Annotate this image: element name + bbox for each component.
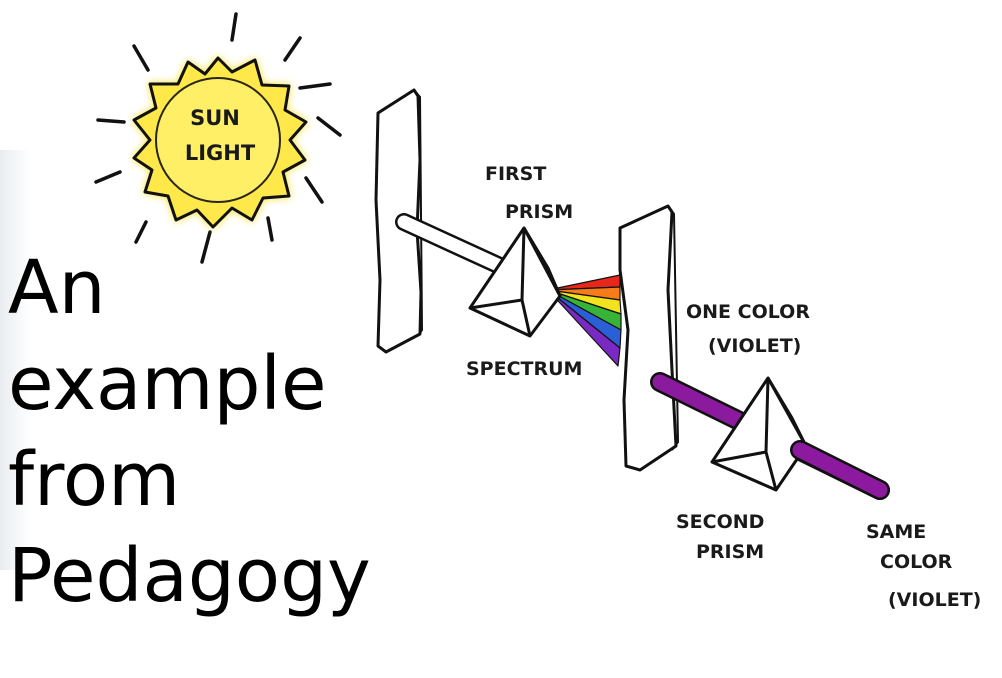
violet-beam-exit <box>790 440 890 500</box>
second-prism-label-line2: PRISM <box>696 541 764 563</box>
same-color-label-line1: SAME <box>866 521 926 543</box>
spectrum-fan <box>547 274 622 367</box>
spectrum-label: SPECTRUM <box>466 358 582 380</box>
title-line-1: An <box>8 245 106 331</box>
second-screen <box>618 204 680 472</box>
sun-icon: SUN LIGHT <box>94 12 342 264</box>
white-light-beam <box>395 213 509 275</box>
title-line-3: from <box>8 437 181 523</box>
sun-label-line1: SUN <box>190 106 240 130</box>
same-color-label-line3: (VIOLET) <box>888 589 981 611</box>
left-edge-shading <box>0 150 30 570</box>
one-color-label-line2: (VIOLET) <box>708 335 801 357</box>
first-prism <box>468 226 562 338</box>
first-prism-label-line2: PRISM <box>505 201 573 223</box>
same-color-label-line2: COLOR <box>880 551 953 573</box>
title-line-4: Pedagogy <box>8 533 371 619</box>
slide-title: An example from Pedagogy <box>8 240 371 624</box>
one-color-label-line1: ONE COLOR <box>686 301 810 323</box>
title-line-2: example <box>8 341 327 427</box>
sun-label-line2: LIGHT <box>185 141 256 165</box>
first-prism-label-line1: FIRST <box>485 163 546 185</box>
second-prism-label-line1: SECOND <box>676 511 764 533</box>
second-prism <box>710 376 808 492</box>
spectrum-violet <box>547 289 621 367</box>
sun-rays <box>94 12 342 264</box>
